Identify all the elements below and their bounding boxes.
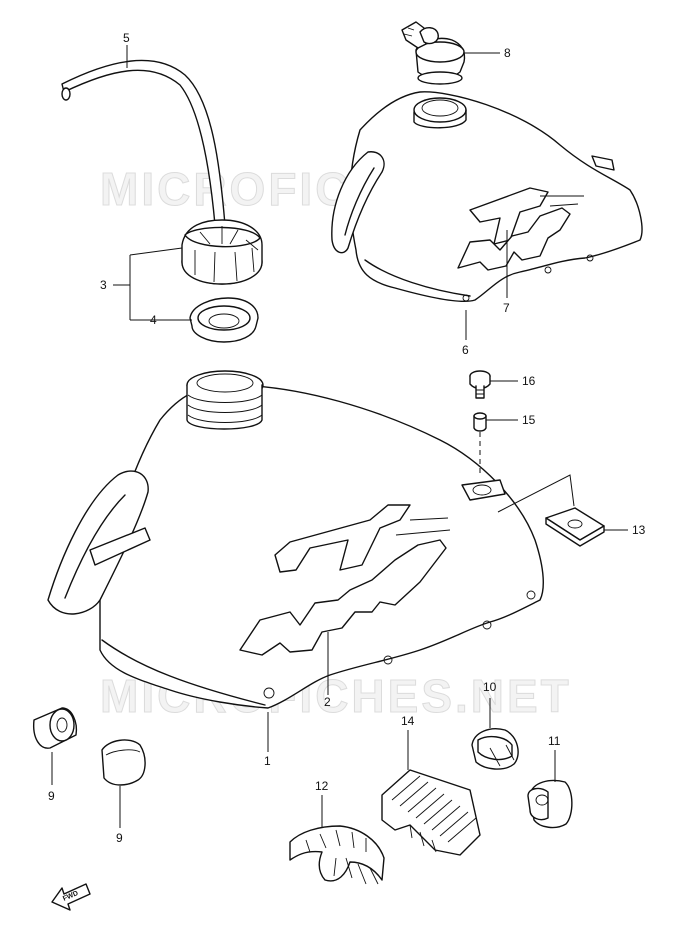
protector-cover	[289, 825, 385, 885]
callout-15: 15	[522, 413, 536, 427]
mounting-bracket	[545, 507, 605, 547]
rubber-pad	[381, 769, 481, 856]
bolt	[469, 370, 491, 399]
callout-3: 3	[100, 278, 107, 292]
callout-2: 2	[324, 695, 331, 709]
callout-8: 8	[504, 46, 511, 60]
callout-10: 10	[483, 680, 497, 694]
callout-4: 4	[150, 313, 157, 327]
callout-11: 11	[548, 734, 561, 748]
main-fuel-tank	[47, 370, 544, 709]
lockable-fuel-cap	[401, 21, 466, 85]
upper-fuel-tank	[331, 91, 643, 303]
collar	[473, 412, 487, 432]
leader-lines	[51, 45, 628, 828]
callout-13: 13	[632, 523, 646, 537]
callout-1: 1	[264, 754, 271, 768]
callout-12: 12	[315, 779, 329, 793]
callout-7: 7	[503, 301, 510, 315]
callout-6: 6	[462, 343, 469, 357]
callout-9a: 9	[48, 789, 55, 803]
forward-direction-arrow: FWD	[51, 883, 91, 911]
cushion-a	[33, 707, 78, 749]
damper	[527, 779, 573, 829]
fuel-cap	[181, 219, 263, 285]
cap-gasket	[189, 297, 259, 343]
callout-labels: 5 3 4 8 6 7 16 15 13 2 1 9 9 10 11 12 14	[48, 31, 646, 845]
callout-9b: 9	[116, 831, 123, 845]
callout-16: 16	[522, 374, 536, 388]
grommet	[471, 728, 519, 770]
cushion-b	[101, 739, 146, 786]
callout-5: 5	[123, 31, 130, 45]
callout-14: 14	[401, 714, 415, 728]
